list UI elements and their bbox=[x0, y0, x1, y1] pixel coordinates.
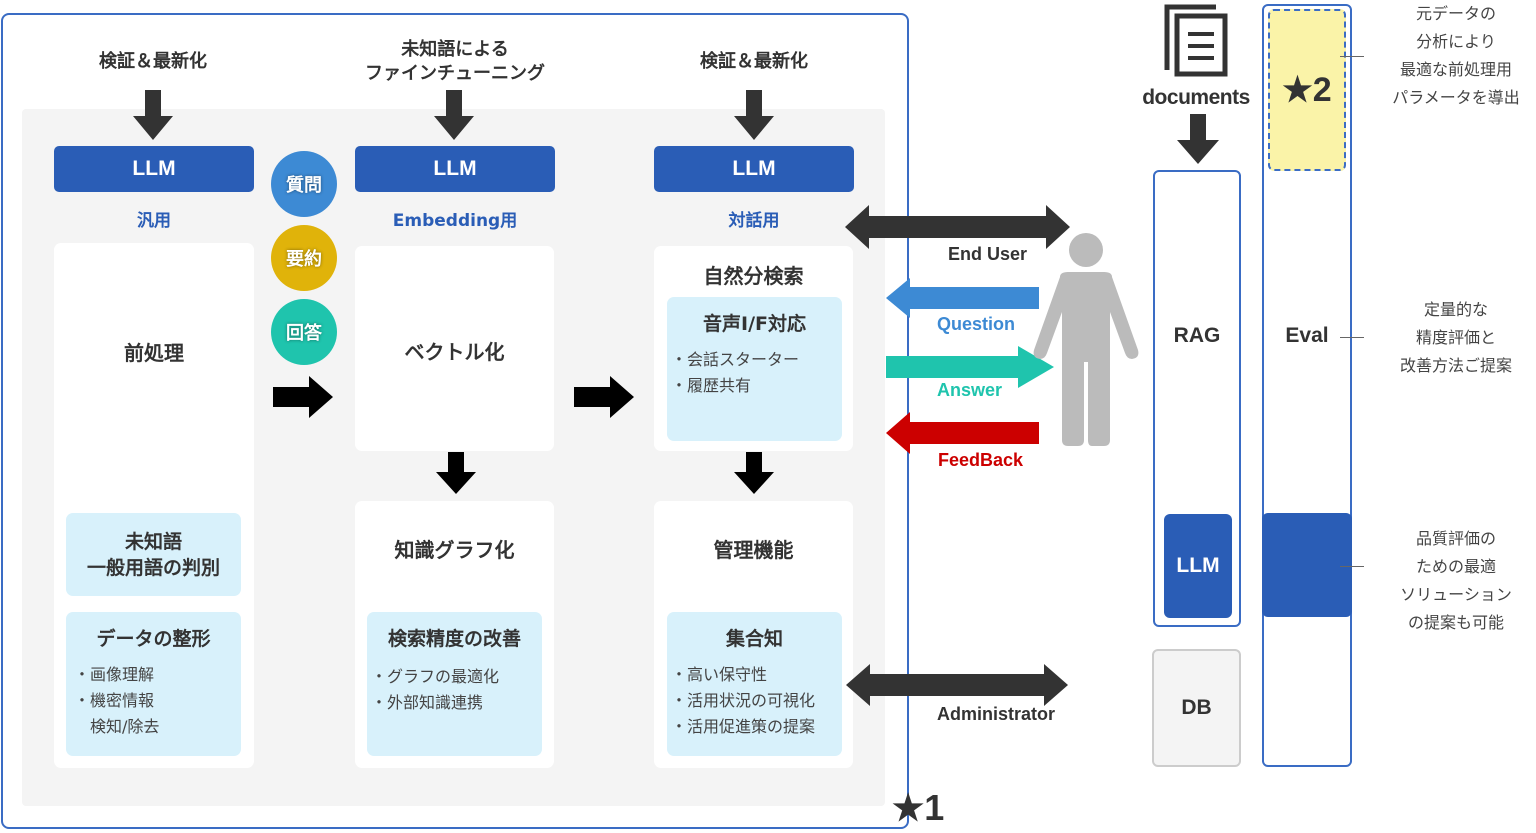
llm-dialog: LLM bbox=[654, 146, 854, 192]
badge-summary: 要約 bbox=[271, 225, 337, 291]
natural-search-title: 自然分検索 bbox=[703, 264, 804, 288]
collective-knowledge-bullets: ・高い保守性 ・活用状況の可視化 ・活用促進策の提案 bbox=[667, 662, 842, 740]
bullet-item: ・履歴共有 bbox=[671, 376, 752, 395]
voice-if-subcard: 音声I/F対応 ・会話スターター ・履歴共有 bbox=[667, 297, 842, 441]
unknown-word-subcard: 未知語 一般用語の判別 bbox=[66, 513, 241, 596]
down-arrow-icon bbox=[133, 90, 173, 140]
answer-label: Answer bbox=[937, 380, 1003, 400]
leader-line bbox=[1340, 337, 1364, 338]
feedback-arrow-icon bbox=[886, 412, 1039, 454]
feedback-label: FeedBack bbox=[938, 450, 1024, 470]
search-accuracy-title: 検索精度の改善 bbox=[387, 628, 521, 650]
natural-search-card: 自然分検索 音声I/F対応 ・会話スターター ・履歴共有 bbox=[654, 246, 853, 451]
preprocess-card: 前処理 未知語 一般用語の判別 データの整形 ・画像理解 ・機密情報 検知/除去 bbox=[54, 243, 254, 768]
rag-llm-block: LLM bbox=[1164, 514, 1232, 618]
vectorize-title: ベクトル化 bbox=[404, 340, 505, 364]
data-shaping-title: データの整形 bbox=[96, 628, 211, 650]
note-quality-solution: 品質評価の ための最適 ソリューション の提案も可能 bbox=[1400, 529, 1512, 632]
bullet-item: ・機密情報 bbox=[74, 691, 155, 710]
llm-general: LLM bbox=[54, 146, 254, 192]
preprocess-title: 前処理 bbox=[124, 341, 184, 365]
bullet-item: ・外部知識連携 bbox=[371, 693, 484, 712]
note-preprocess-params: 元データの 分析により 最適な前処理用 パラメータを導出 bbox=[1392, 4, 1520, 107]
administrator-label: Administrator bbox=[937, 704, 1056, 724]
badge-question-label: 質問 bbox=[286, 175, 322, 196]
end-user-person-icon bbox=[1033, 233, 1139, 446]
llm-general-subtitle: 汎用 bbox=[137, 211, 171, 231]
documents-icon bbox=[1164, 4, 1228, 77]
search-accuracy-bullets: ・グラフの最適化 ・外部知識連携 bbox=[367, 664, 542, 716]
db-label: DB bbox=[1181, 696, 1212, 719]
down-arrow-icon bbox=[436, 452, 476, 494]
rag-label: RAG bbox=[1173, 324, 1221, 347]
question-arrow-icon bbox=[886, 278, 1039, 318]
administrator-double-arrow-icon bbox=[846, 664, 1068, 706]
search-accuracy-subcard: 検索精度の改善 ・グラフの最適化 ・外部知識連携 bbox=[367, 612, 542, 756]
eval-column: ★2 Eval bbox=[1262, 4, 1352, 767]
frame-marker-2: ★2 bbox=[1282, 71, 1332, 109]
badge-summary-label: 要約 bbox=[286, 249, 322, 270]
knowledge-graph-card: 知識グラフ化 検索精度の改善 ・グラフの最適化 ・外部知識連携 bbox=[355, 501, 554, 768]
admin-card: 管理機能 集合知 ・高い保守性 ・活用状況の可視化 ・活用促進策の提案 bbox=[654, 501, 853, 768]
down-arrow-icon bbox=[434, 90, 474, 140]
frame-marker-1: ★1 bbox=[892, 787, 945, 828]
data-shaping-subcard: データの整形 ・画像理解 ・機密情報 検知/除去 bbox=[66, 612, 241, 756]
bullet-item: ・活用状況の可視化 bbox=[671, 691, 816, 710]
rag-llm-label: LLM bbox=[1176, 554, 1220, 577]
llm-embedding: LLM bbox=[355, 146, 555, 192]
db-block: DB bbox=[1152, 649, 1241, 767]
down-arrow-icon bbox=[734, 90, 774, 140]
leader-line bbox=[1340, 56, 1364, 57]
badge-answer: 回答 bbox=[271, 299, 337, 365]
voice-if-bullets: ・会話スターター ・履歴共有 bbox=[667, 347, 842, 399]
badge-question: 質問 bbox=[271, 151, 337, 217]
bullet-item: ・会話スターター bbox=[671, 350, 800, 369]
answer-arrow-icon bbox=[886, 346, 1054, 388]
column-1-top-label: 検証＆最新化 bbox=[99, 51, 207, 72]
eval-label: Eval bbox=[1285, 324, 1329, 347]
right-arrow-icon bbox=[273, 376, 333, 418]
vectorize-card: ベクトル化 bbox=[355, 246, 554, 451]
voice-if-title: 音声I/F対応 bbox=[703, 313, 806, 335]
end-user-label: End User bbox=[948, 244, 1028, 264]
bullet-item: ・活用促進策の提案 bbox=[671, 717, 816, 736]
question-label: Question bbox=[937, 314, 1016, 334]
llm-dialog-subtitle: 対話用 bbox=[728, 211, 780, 231]
star2-block: ★2 bbox=[1268, 9, 1346, 171]
bullet-item: ・グラフの最適化 bbox=[371, 667, 500, 686]
documents-label: documents bbox=[1142, 86, 1250, 109]
bullet-item: 検知/除去 bbox=[74, 717, 160, 736]
llm-embedding-subtitle: Embedding用 bbox=[392, 211, 518, 231]
data-shaping-bullets: ・画像理解 ・機密情報 検知/除去 bbox=[66, 662, 241, 740]
right-arrow-icon bbox=[574, 376, 634, 418]
eval-quality-block bbox=[1262, 513, 1352, 617]
unknown-word-title: 未知語 一般用語の判別 bbox=[86, 530, 220, 579]
down-arrow-icon bbox=[1177, 114, 1219, 164]
down-arrow-icon bbox=[734, 452, 774, 494]
admin-title: 管理機能 bbox=[713, 538, 794, 562]
knowledge-graph-title: 知識グラフ化 bbox=[394, 538, 515, 562]
leader-line bbox=[1340, 566, 1364, 567]
rag-column: RAG LLM bbox=[1153, 170, 1241, 627]
end-user-double-arrow-icon bbox=[845, 205, 1070, 249]
collective-knowledge-title: 集合知 bbox=[725, 628, 783, 650]
note-quantitative-eval: 定量的な 精度評価と 改善方法ご提案 bbox=[1399, 300, 1512, 375]
badge-answer-label: 回答 bbox=[286, 323, 322, 344]
column-2-top-label: 未知語による ファインチューニング bbox=[365, 39, 545, 84]
collective-knowledge-subcard: 集合知 ・高い保守性 ・活用状況の可視化 ・活用促進策の提案 bbox=[667, 612, 842, 756]
bullet-item: ・画像理解 bbox=[74, 665, 155, 684]
column-3-top-label: 検証＆最新化 bbox=[700, 51, 808, 72]
bullet-item: ・高い保守性 bbox=[671, 665, 768, 684]
